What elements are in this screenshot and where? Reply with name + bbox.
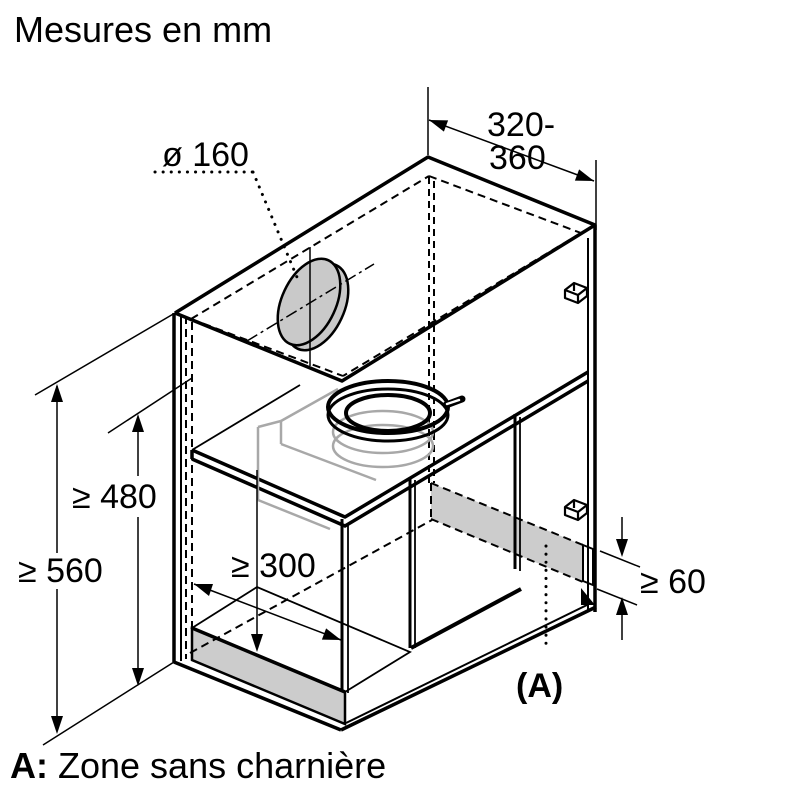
dimension-diameter: ø 160 — [153, 136, 301, 284]
dim-depth-label-line1: 320- — [487, 106, 555, 144]
dim-clearance-bottom-label: ≥ 300 — [231, 547, 316, 585]
shelf-back-edge — [191, 384, 301, 451]
dim-diameter-label: ø 160 — [162, 136, 249, 174]
bottom-interior-hidden-edge — [189, 519, 433, 654]
dimension-hinge-zone-height: ≥ 60 — [616, 517, 706, 640]
base-rail — [190, 585, 412, 726]
zone-a-marker-label: (A) — [516, 667, 563, 705]
legend-zone-a: A: Zone sans charnière — [10, 745, 386, 786]
duct-collar — [326, 379, 466, 443]
cabinet-right-edge — [587, 238, 597, 612]
dimension-depth: 320- 360 — [428, 106, 595, 182]
dimension-clearance-bottom: ≥ 300 — [193, 547, 342, 641]
legend-a-prefix: A: — [10, 745, 48, 786]
top-panel — [174, 155, 597, 383]
interior-back-corner-hidden — [428, 177, 435, 483]
diameter-leader-dotted — [153, 170, 301, 284]
dimension-height-total: ≥ 560 — [18, 384, 103, 734]
diagram-title: Mesures en mm — [14, 9, 272, 50]
left-wall-hidden-edges — [185, 316, 193, 659]
dim-hinge-zone-height-label: ≥ 60 — [640, 563, 706, 601]
duct-hole — [246, 247, 375, 366]
lower-compartment — [340, 414, 522, 693]
zone-a-band — [430, 482, 594, 587]
dim-height-interior-label: ≥ 480 — [72, 478, 157, 516]
dimension-height-interior: ≥ 480 — [72, 414, 157, 686]
duct-hole-ellipse — [276, 257, 342, 347]
dim-height-total-label: ≥ 560 — [18, 552, 103, 590]
extension-lines — [34, 87, 641, 746]
cabinet-left-edge — [172, 313, 182, 662]
duct-hole-centerline-diagonal — [246, 263, 375, 342]
inner-reference-line — [251, 470, 263, 652]
hinge-bottom — [563, 498, 589, 522]
zone-a-marker: (A) — [516, 544, 563, 705]
dim-depth-label-line2: 360 — [489, 139, 546, 177]
hinge-top — [563, 281, 589, 305]
legend-a-text: Zone sans charnière — [48, 745, 386, 786]
shelf — [190, 370, 589, 528]
top-panel-outline — [174, 155, 597, 383]
